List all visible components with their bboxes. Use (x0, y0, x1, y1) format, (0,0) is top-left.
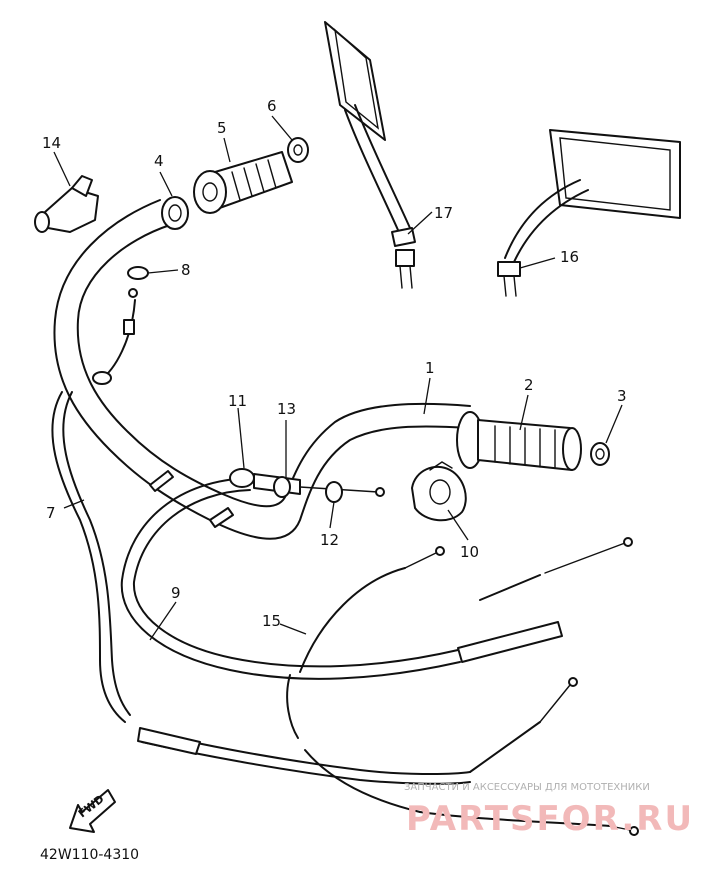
handlebar (53, 199, 471, 540)
callout-4: 4 (154, 152, 164, 170)
watermark: ЗАПЧАСТИ И АКСЕССУАРЫ ДЛЯ МОТОТЕХНИКИ PA… (404, 782, 694, 839)
callout-5: 5 (217, 119, 227, 137)
throttle-cable (51, 299, 471, 785)
right-mirror (497, 129, 681, 297)
cable-adjuster (229, 468, 379, 498)
callout-1: 1 (425, 359, 435, 377)
callout-labels: 1 2 3 4 5 6 7 8 9 10 11 12 13 14 15 16 1… (42, 97, 627, 630)
switch-housing (34, 175, 99, 233)
throttle-cable-2 (120, 477, 563, 680)
left-mirror (324, 21, 416, 289)
callout-17: 17 (434, 204, 453, 222)
callout-9: 9 (171, 584, 181, 602)
watermark-brand: PARTSFOR.RU (406, 799, 694, 839)
callout-11: 11 (228, 392, 247, 410)
diagram-code: 42W110-4310 (40, 847, 139, 863)
cable-fitting (127, 266, 149, 298)
leader-lines (53, 115, 623, 641)
callout-2: 2 (524, 376, 534, 394)
throttle-collar (161, 196, 189, 230)
callout-16: 16 (560, 248, 579, 266)
right-grip (456, 411, 582, 471)
clutch-cable (286, 537, 639, 836)
throttle-grip (193, 151, 293, 214)
callout-12: 12 (320, 531, 339, 549)
callout-13: 13 (277, 400, 296, 418)
callout-3: 3 (617, 387, 627, 405)
callout-7: 7 (46, 504, 56, 522)
right-grip-end-cap (590, 442, 610, 466)
left-grip-end-cap (287, 137, 309, 163)
watermark-tagline: ЗАПЧАСТИ И АКСЕССУАРЫ ДЛЯ МОТОТЕХНИКИ (404, 782, 650, 793)
lever-holder (411, 461, 467, 522)
cable-end-fitting (325, 481, 385, 503)
callout-14: 14 (42, 134, 61, 152)
callout-6: 6 (267, 97, 277, 115)
callout-8: 8 (181, 261, 191, 279)
callout-15: 15 (262, 612, 281, 630)
forward-arrow-icon: FWD (69, 789, 116, 833)
callout-10: 10 (460, 543, 479, 561)
